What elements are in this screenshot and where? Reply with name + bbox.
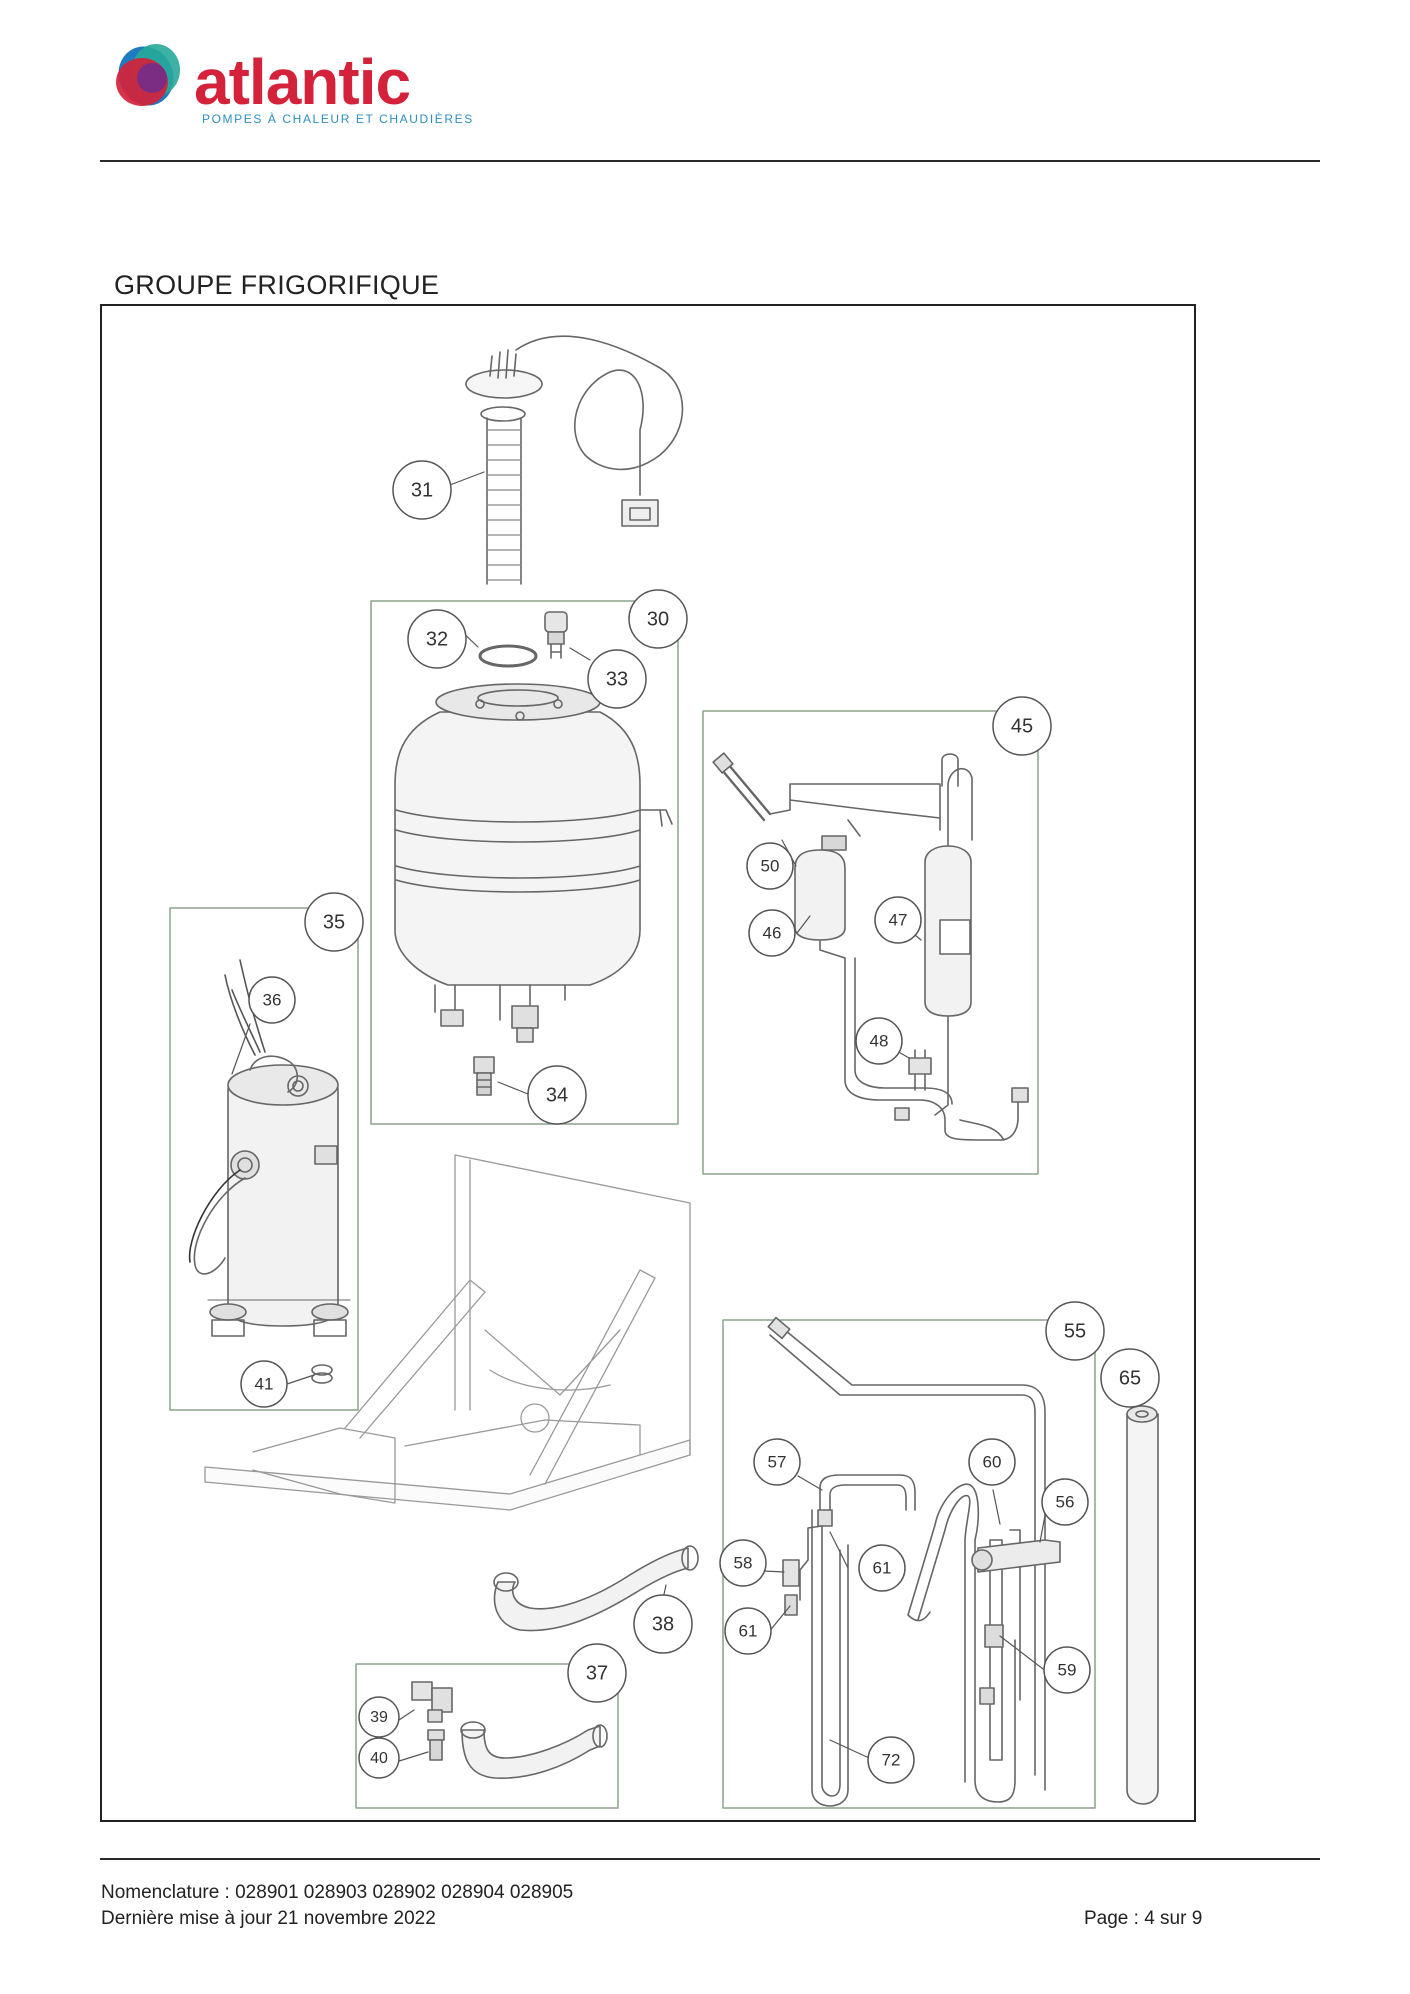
footer-last-updated: Dernière mise à jour 21 novembre 2022 — [101, 1908, 436, 1929]
group-box-37 — [355, 1663, 619, 1809]
figure-frame — [100, 304, 1196, 1822]
callout-label: 58 — [734, 1553, 753, 1572]
chassis-frame — [204, 1154, 691, 1511]
callout-label: 35 — [323, 911, 345, 933]
section-title: GROUPE FRIGORIFIQUE — [114, 270, 440, 300]
callout-31: 31 — [392, 460, 452, 520]
callout-65: 65 — [1100, 1348, 1160, 1408]
callout-label: 31 — [411, 479, 433, 501]
callout-label: 37 — [586, 1662, 608, 1684]
callout-39: 39 — [358, 1696, 400, 1738]
callout-58: 58 — [719, 1539, 767, 1587]
callout-59: 59 — [1043, 1646, 1091, 1694]
callout-32: 32 — [407, 609, 467, 669]
callout-57: 57 — [753, 1438, 801, 1486]
part-32-oring — [478, 644, 538, 668]
callout-label: 39 — [370, 1709, 388, 1726]
callout-label: 32 — [426, 628, 448, 650]
part-37-pipe — [460, 1721, 608, 1779]
callout-72: 72 — [867, 1736, 915, 1784]
callout-40: 40 — [358, 1737, 400, 1779]
part-65-tube — [1126, 1405, 1159, 1805]
callout-label: 40 — [370, 1750, 388, 1767]
part-38-pipe — [493, 1545, 699, 1632]
callout-label: 41 — [255, 1374, 274, 1393]
callout-label: 48 — [870, 1031, 889, 1050]
part-55-piping — [767, 1316, 1061, 1807]
exploded-parts-diagram: 31 32 30 33 45 50 46 47 48 35 36 34 41 5… — [169, 335, 1160, 1809]
callout-label: 33 — [606, 668, 628, 690]
part-41-grommet — [311, 1364, 333, 1384]
part-35-compressor — [188, 959, 351, 1337]
callout-label: 36 — [263, 990, 282, 1009]
part-33-valve — [544, 611, 568, 659]
callout-61-upper: 61 — [858, 1544, 906, 1592]
callout-label: 45 — [1011, 715, 1033, 737]
header-divider — [100, 160, 1320, 162]
part-45-circuit — [712, 752, 1029, 1141]
callout-55: 55 — [1045, 1301, 1105, 1361]
brand-tagline: POMPES À CHALEUR ET CHAUDIÈRES — [202, 111, 474, 126]
group-box-35 — [169, 907, 359, 1411]
callout-label: 60 — [983, 1452, 1002, 1471]
callout-46: 46 — [748, 909, 796, 957]
callout-label: 30 — [647, 608, 669, 630]
callout-label: 59 — [1058, 1660, 1077, 1679]
atlantic-logo: atlantic POMPES À CHALEUR ET CHAUDIÈRES — [112, 38, 492, 128]
callout-33: 33 — [587, 649, 647, 709]
callout-45: 45 — [992, 696, 1052, 756]
brand-name: atlantic — [194, 46, 410, 118]
part-34-fitting — [473, 1056, 495, 1096]
callout-50: 50 — [746, 842, 794, 890]
callout-61-lower: 61 — [724, 1607, 772, 1655]
leader-lines — [231, 471, 1048, 1763]
callout-label: 61 — [873, 1558, 892, 1577]
callout-30: 30 — [628, 589, 688, 649]
footer-nomenclature: Nomenclature : 028901 028903 028902 0289… — [101, 1882, 574, 1903]
part-40-fitting — [427, 1729, 445, 1761]
callout-label: 46 — [763, 923, 782, 942]
callout-label: 34 — [546, 1084, 568, 1106]
callout-label: 50 — [761, 856, 780, 875]
footer-divider — [100, 1858, 1320, 1860]
callout-label: 55 — [1064, 1320, 1086, 1342]
callout-34: 34 — [527, 1065, 587, 1125]
callout-label: 47 — [889, 910, 908, 929]
part-31-sleeve — [465, 335, 684, 585]
callout-60: 60 — [968, 1438, 1016, 1486]
callout-56: 56 — [1041, 1478, 1089, 1526]
callout-label: 56 — [1056, 1492, 1075, 1511]
callout-label: 61 — [739, 1621, 758, 1640]
part-30-tank — [394, 683, 673, 1043]
callout-label: 38 — [652, 1613, 674, 1635]
callout-label: 65 — [1119, 1367, 1141, 1389]
callout-41: 41 — [240, 1360, 288, 1408]
callout-48: 48 — [855, 1017, 903, 1065]
callout-38: 38 — [633, 1594, 693, 1654]
part-39-valve — [411, 1681, 453, 1723]
footer-page-number: Page : 4 sur 9 — [1084, 1908, 1203, 1929]
callout-label: 72 — [882, 1750, 901, 1769]
callout-36: 36 — [248, 976, 296, 1024]
callout-label: 57 — [768, 1452, 787, 1471]
group-box-30 — [370, 600, 679, 1125]
callout-35: 35 — [304, 892, 364, 952]
logo-mark-icon — [116, 44, 180, 106]
callout-37: 37 — [567, 1643, 627, 1703]
callout-47: 47 — [874, 896, 922, 944]
group-box-45 — [702, 710, 1039, 1175]
